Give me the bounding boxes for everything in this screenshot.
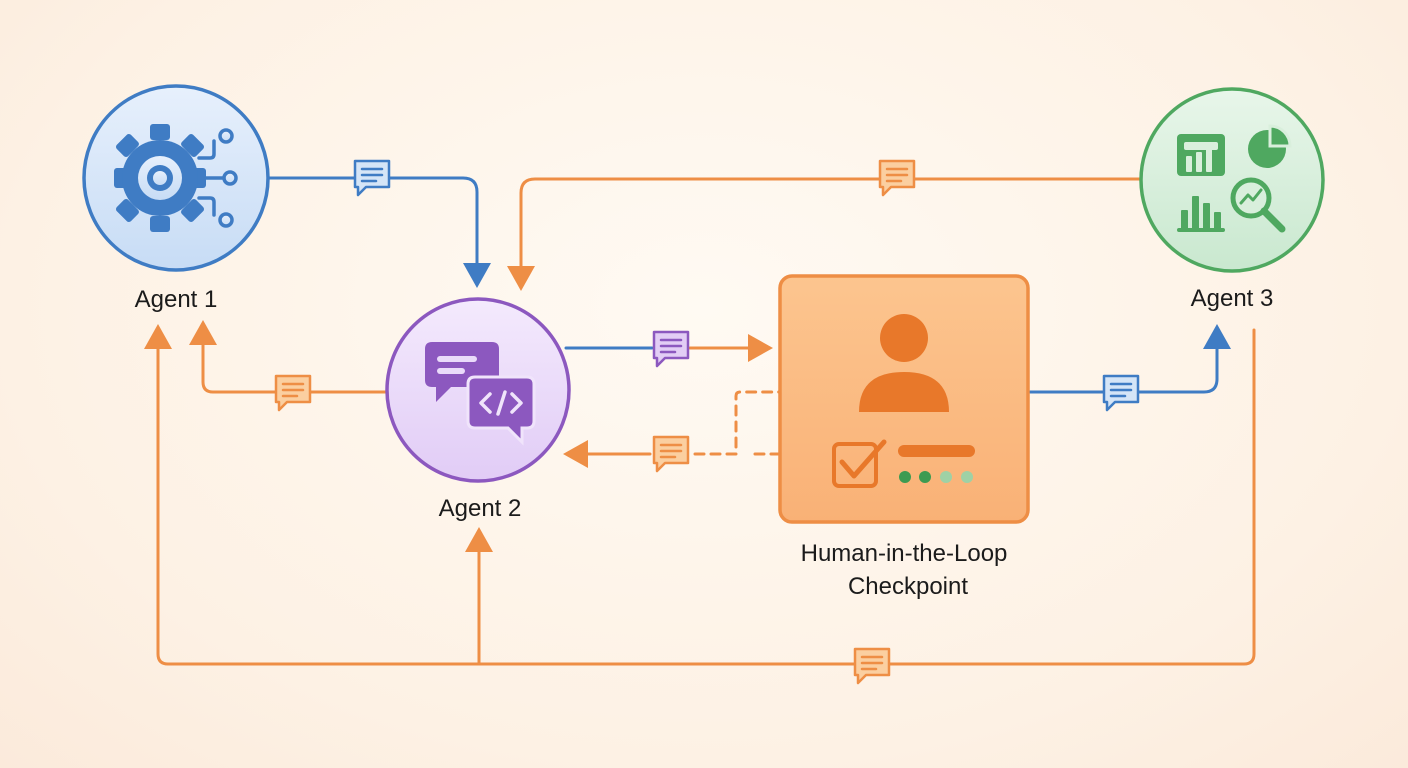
edge-agent1-to-agent2: [266, 176, 479, 270]
analytics-icon: [1177, 124, 1292, 233]
arrowheads: [144, 263, 1231, 552]
arrowhead-into-agent1-right: [189, 320, 217, 345]
agent-3-node[interactable]: [1139, 87, 1325, 273]
message-icon: [274, 374, 312, 412]
arrowhead-into-agent2-side: [563, 440, 588, 468]
arrowhead-into-agent2-blue: [463, 263, 491, 288]
checkpoint-label-line2: Checkpoint: [848, 573, 968, 600]
agent-2-node[interactable]: [385, 297, 571, 483]
checkpoint-node[interactable]: [778, 274, 1030, 524]
edge-checkpoint-to-agent3: [1028, 343, 1219, 394]
arrowhead-into-agent2-bottom: [465, 527, 493, 552]
arrowhead-into-agent2-orange: [507, 266, 535, 291]
edge-bottom-loop: [156, 328, 1256, 666]
agent-3-label: Agent 3: [1191, 285, 1274, 312]
message-icon: [652, 435, 690, 473]
message-icon: [1102, 374, 1140, 412]
message-icon: [353, 159, 391, 197]
checkpoint-label-line1: Human-in-the-Loop: [801, 540, 1008, 567]
chat-code-icon: [425, 342, 536, 446]
edge-agent3-to-agent2: [519, 177, 1142, 272]
agent-2-label: Agent 2: [439, 495, 522, 522]
agent-1-label: Agent 1: [135, 286, 218, 313]
message-icon: [853, 647, 891, 685]
arrowhead-into-checkpoint: [748, 334, 773, 362]
message-icon: [652, 330, 690, 368]
arrowhead-into-agent3: [1203, 324, 1231, 349]
arrowhead-into-agent1-left: [144, 324, 172, 349]
message-icon: [878, 159, 916, 197]
edge-agent2-to-agent1: [201, 338, 390, 394]
agent-1-node[interactable]: [82, 84, 270, 272]
person-approval-icon: [832, 314, 975, 488]
gear-network-icon: [114, 124, 238, 232]
